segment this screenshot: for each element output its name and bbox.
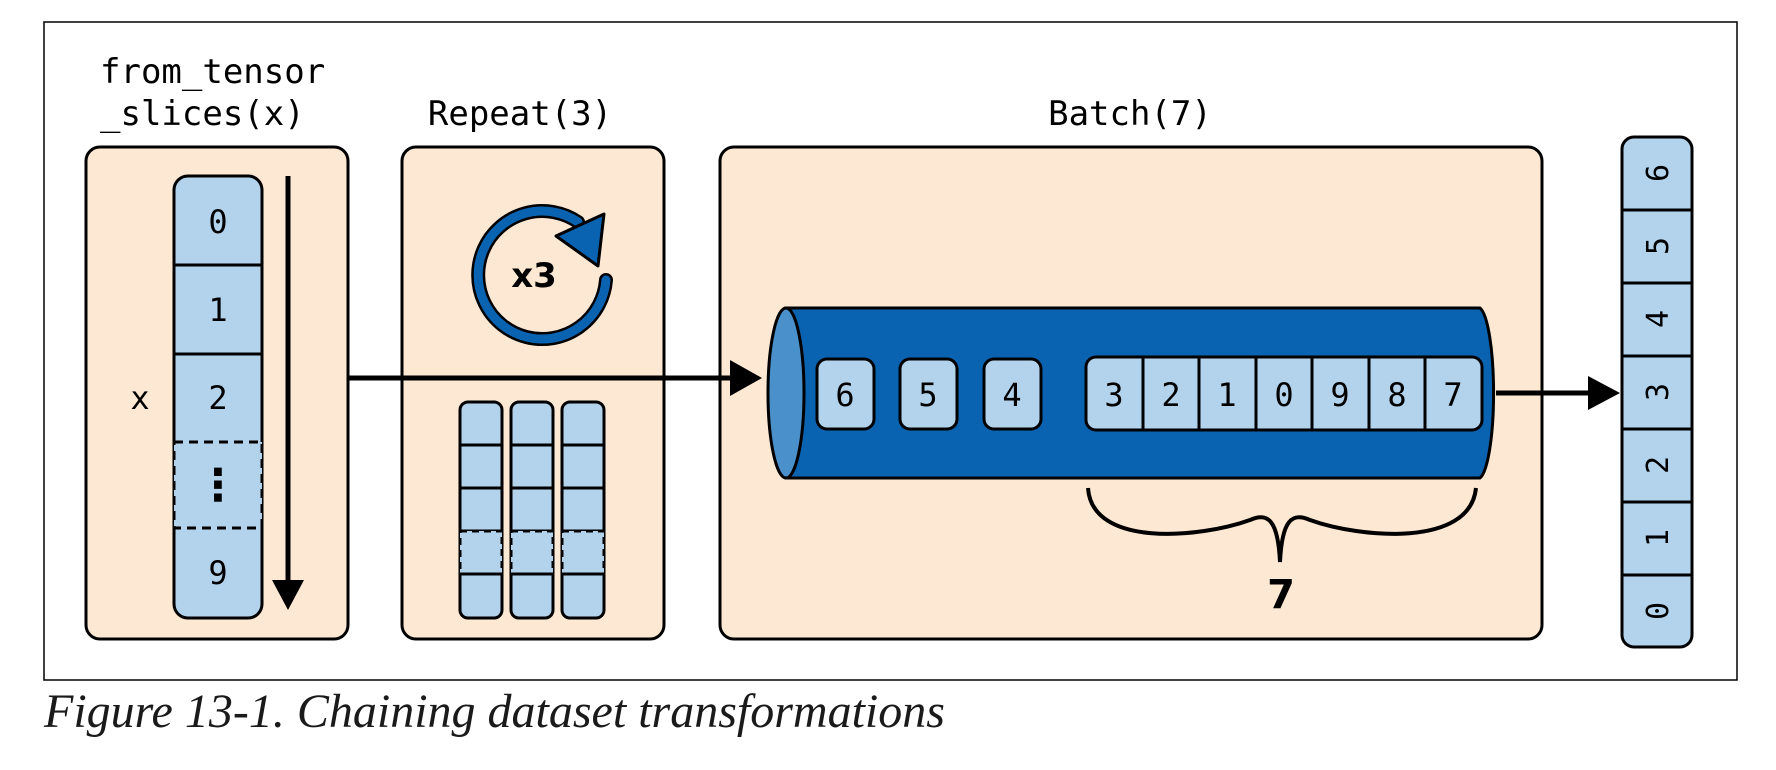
output-batch-column: 6 5 4 3 2 1 0 <box>1620 135 1694 649</box>
pipeline-opening <box>766 306 806 480</box>
repeat-title: Repeat(3) <box>428 94 612 134</box>
output-item: 6 <box>1641 164 1676 182</box>
output-item: 0 <box>1641 602 1676 620</box>
batch-size-brace <box>1086 487 1478 563</box>
repeat-count-label: x3 <box>511 256 557 296</box>
tensor-item: 1 <box>208 291 227 329</box>
loose-item: 5 <box>918 376 937 414</box>
repeated-column <box>509 400 555 620</box>
batch-item: 9 <box>1330 376 1349 414</box>
repeat-cycle-icon <box>471 204 613 346</box>
tensor-column: 0 1 2 ⋮ 9 <box>172 174 264 620</box>
batch-item: 3 <box>1104 376 1123 414</box>
loose-items: 6 5 4 <box>815 357 1043 431</box>
loose-item-box <box>898 357 959 431</box>
output-item: 4 <box>1641 310 1676 328</box>
from-tensor-slices-title-line2: _slices(x) <box>100 94 305 134</box>
flow-arrow-in-head <box>730 360 762 396</box>
batch-row: 3 2 1 0 9 8 7 <box>1084 355 1484 432</box>
output-item: 2 <box>1641 456 1676 474</box>
output-item: 3 <box>1641 383 1676 401</box>
loose-item: 4 <box>1002 376 1021 414</box>
loose-item: 6 <box>835 376 854 414</box>
repeated-column <box>560 400 606 620</box>
batch-item: 8 <box>1387 376 1406 414</box>
tensor-item: 2 <box>208 379 227 417</box>
tensor-ellipsis: ⋮ <box>196 460 240 511</box>
repeated-column <box>458 400 504 620</box>
batch-item: 2 <box>1161 376 1180 414</box>
loose-item-box <box>982 357 1043 431</box>
flow-arrow-out-head <box>1588 376 1620 410</box>
batch-size-label: 7 <box>1267 572 1295 618</box>
repeated-columns <box>458 400 606 620</box>
from-tensor-slices-title-line1: from_tensor <box>100 52 325 92</box>
batch-title: Batch(7) <box>1048 94 1212 134</box>
iteration-arrow-head <box>272 580 304 610</box>
batch-item: 1 <box>1217 376 1236 414</box>
loose-item-box <box>815 357 876 431</box>
x-label: x <box>130 379 149 417</box>
output-column-body <box>1620 135 1694 649</box>
figure-caption: Figure 13-1. Chaining dataset transforma… <box>44 685 945 738</box>
batch-row-box <box>1084 355 1484 432</box>
tensor-item: 0 <box>208 203 227 241</box>
batch-item: 0 <box>1274 376 1293 414</box>
tensor-ellipsis-cell <box>172 440 264 530</box>
tensor-item: 9 <box>208 554 227 592</box>
output-item: 5 <box>1641 237 1676 255</box>
batch-item: 7 <box>1443 376 1462 414</box>
output-item: 1 <box>1641 529 1676 547</box>
